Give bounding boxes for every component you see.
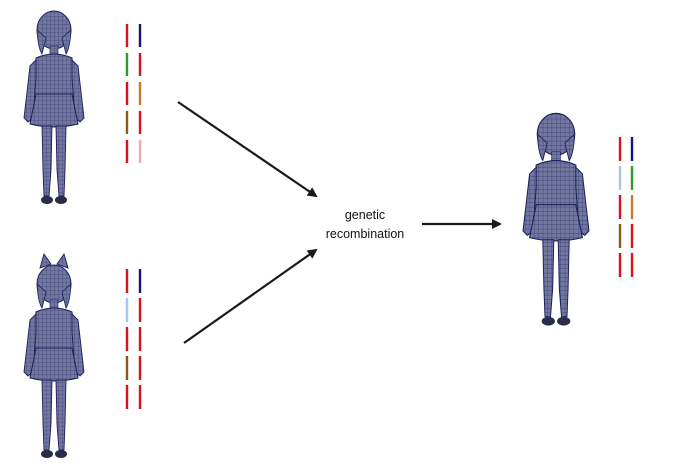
recombination-label-line1: genetic [345, 208, 385, 222]
child-figure [522, 112, 590, 327]
gene-columns-child [618, 137, 634, 277]
hair-bow-icon [39, 252, 69, 269]
arrow-parent-1-to-recombination [177, 101, 318, 198]
gene-columns-parent-1 [125, 24, 142, 163]
parent-figure-1 [23, 10, 85, 205]
gene-columns-parent-2 [125, 269, 142, 409]
parent-figure-2 [23, 252, 85, 459]
recombination-label-line2: recombination [326, 227, 405, 241]
arrow-parent-2-to-recombination [183, 248, 318, 344]
